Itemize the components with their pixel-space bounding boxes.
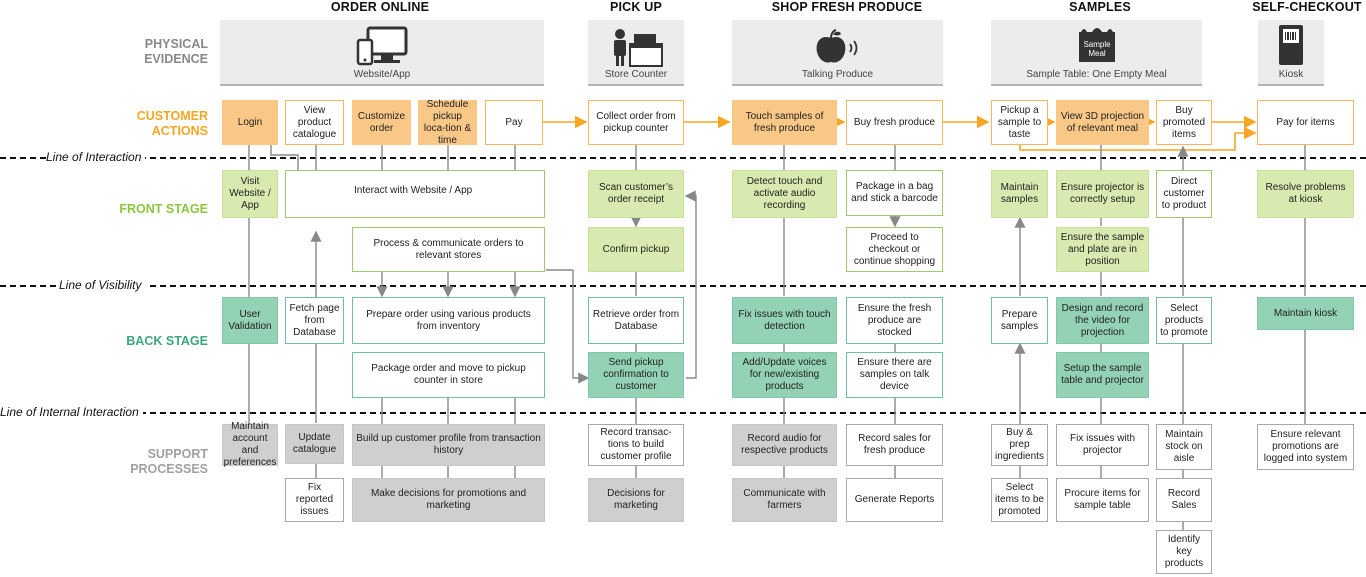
row-label-support-processes: SUPPORT PROCESSES	[130, 447, 208, 476]
column-header-shop-fresh-produce: SHOP FRESH PRODUCE	[771, 0, 923, 14]
front-confirm-pickup: Confirm pickup	[588, 227, 684, 272]
apple-sound-icon	[816, 29, 857, 63]
column-header-self-checkout: SELF-CHECKOUT	[1252, 0, 1362, 14]
back-prepare-order: Prepare order using various products fro…	[352, 297, 545, 344]
line-of-internal-interaction	[0, 412, 1366, 414]
front-visit-website: Visit Website / App	[222, 170, 278, 218]
evidence-caption-talking-produce: Talking Produce	[801, 69, 874, 80]
support-make-decisions: Make decisions for promotions and market…	[352, 478, 545, 522]
back-fix-touch: Fix issues with touch detection	[732, 297, 837, 344]
support-maintain-stock: Maintain stock on aisle	[1156, 424, 1212, 470]
support-fix-projector: Fix issues with projector	[1056, 424, 1149, 466]
support-procure-items: Procure items for sample table	[1056, 478, 1149, 522]
sample-meal-sign-icon	[1078, 28, 1115, 62]
front-maintain-samples: Maintain samples	[991, 170, 1048, 218]
evidence-talking-produce: Talking Produce	[732, 20, 943, 86]
evidence-store-counter: Store Counter	[588, 20, 684, 86]
front-resolve-kiosk: Resolve problems at kiosk	[1257, 170, 1354, 218]
evidence-caption-store-counter: Store Counter	[604, 69, 668, 80]
evidence-website-app: Website/App	[220, 20, 544, 86]
action-pickup-sample: Pickup a sample to taste	[991, 100, 1048, 145]
support-build-profile: Build up customer profile from transacti…	[352, 424, 545, 466]
action-customize-order: Customize order	[352, 100, 411, 145]
row-label-physical-evidence: PHYSICAL EVIDENCE	[144, 37, 208, 66]
support-buy-prep: Buy & prep ingredients	[991, 424, 1048, 466]
column-header-pick-up: PICK UP	[609, 0, 663, 14]
front-proceed-checkout: Proceed to checkout or continue shopping	[846, 227, 943, 272]
evidence-kiosk: Kiosk	[1258, 20, 1324, 86]
line-of-visibility	[0, 285, 1366, 287]
back-maintain-kiosk: Maintain kiosk	[1257, 297, 1354, 330]
front-scan-receipt: Scan customer’s order receipt	[588, 170, 684, 218]
action-collect-order: Collect order from pickup counter	[588, 100, 684, 145]
action-view-3d-projection: View 3D projection of relevant meal	[1056, 100, 1149, 145]
line-of-interaction-label: Line of Interaction	[46, 150, 146, 164]
support-identify-products: Identify key products	[1156, 530, 1212, 574]
action-pay: Pay	[485, 100, 543, 145]
front-sample-plate: Ensure the sample and plate are in posit…	[1056, 227, 1149, 272]
back-user-validation: User Validation	[222, 297, 278, 344]
action-buy-promoted: Buy promoted items	[1156, 100, 1212, 145]
back-select-products: Select products to promote	[1156, 297, 1212, 344]
support-record-transactions: Record transac-tions to build customer p…	[588, 424, 684, 466]
back-setup-table: Setup the sample table and projector	[1056, 352, 1149, 398]
front-process-orders: Process & communicate orders to relevant…	[352, 227, 545, 272]
column-header-samples: SAMPLES	[1069, 0, 1131, 14]
store-counter-icon	[614, 29, 663, 67]
column-header-order-online: ORDER ONLINE	[330, 0, 430, 14]
support-generate-reports: Generate Reports	[846, 478, 943, 522]
support-select-promoted: Select items to be promoted	[991, 478, 1048, 522]
sample-meal-sign-text: Sample Meal	[1083, 40, 1111, 58]
row-label-customer-actions: CUSTOMER ACTIONS	[136, 109, 208, 138]
front-interact-website: Interact with Website / App	[285, 170, 545, 218]
back-prepare-samples: Prepare samples	[991, 297, 1048, 344]
support-decisions-marketing: Decisions for marketing	[588, 478, 684, 522]
back-retrieve-order: Retrieve order from Database	[588, 297, 684, 344]
back-produce-stocked: Ensure the fresh produce are stocked	[846, 297, 943, 344]
line-of-visibility-label: Line of Visibility	[59, 278, 146, 292]
computer-phone-icon	[356, 26, 408, 66]
evidence-caption-kiosk: Kiosk	[1278, 69, 1304, 80]
support-record-sales-produce: Record sales for fresh produce	[846, 424, 943, 466]
evidence-caption-website-app: Website/App	[353, 69, 411, 80]
support-fix-issues: Fix reported issues	[285, 478, 344, 522]
evidence-caption-sample-table: Sample Table: One Empty Meal	[1026, 69, 1167, 80]
support-record-audio: Record audio for respective products	[732, 424, 837, 466]
support-maintain-account: Maintain account and preferences	[222, 421, 278, 468]
kiosk-icon	[1279, 25, 1303, 65]
action-pay-for-items: Pay for items	[1257, 100, 1354, 145]
line-of-interaction	[0, 157, 1366, 159]
row-label-front-stage: FRONT STAGE	[119, 202, 208, 216]
back-fetch-page: Fetch page from Database	[285, 297, 344, 344]
back-update-voices: Add/Update voices for new/existing produ…	[732, 352, 837, 398]
support-record-sales: Record Sales	[1156, 478, 1212, 522]
row-label-back-stage: BACK STAGE	[126, 334, 208, 348]
back-package-order: Package order and move to pickup counter…	[352, 352, 545, 398]
support-update-catalogue: Update catalogue	[285, 424, 344, 464]
evidence-sample-table: Sample Meal Sample Table: One Empty Meal	[991, 20, 1202, 86]
front-package-bag: Package in a bag and stick a barcode	[846, 170, 943, 216]
action-view-catalogue: View product catalogue	[285, 100, 344, 145]
front-projector-setup: Ensure projector is correctly setup	[1056, 170, 1149, 218]
back-send-confirmation: Send pickup confirmation to customer	[588, 352, 684, 398]
front-detect-touch: Detect touch and activate audio recordin…	[732, 170, 837, 218]
support-promotions-logged: Ensure relevant promotions are logged in…	[1257, 424, 1354, 470]
action-buy-fresh-produce: Buy fresh produce	[846, 100, 943, 145]
action-touch-samples: Touch samples of fresh produce	[732, 100, 837, 145]
back-design-video: Design and record the video for projecti…	[1056, 297, 1149, 344]
support-communicate-farmers: Communicate with farmers	[732, 478, 837, 522]
line-of-internal-interaction-label: Line of Internal Interaction	[0, 405, 143, 419]
action-schedule-pickup: Schedule pickup loca-tion & time	[418, 99, 477, 146]
action-login: Login	[222, 100, 278, 145]
back-samples-talk-device: Ensure there are samples on talk device	[846, 352, 943, 398]
front-direct-customer: Direct customer to product	[1156, 170, 1212, 218]
